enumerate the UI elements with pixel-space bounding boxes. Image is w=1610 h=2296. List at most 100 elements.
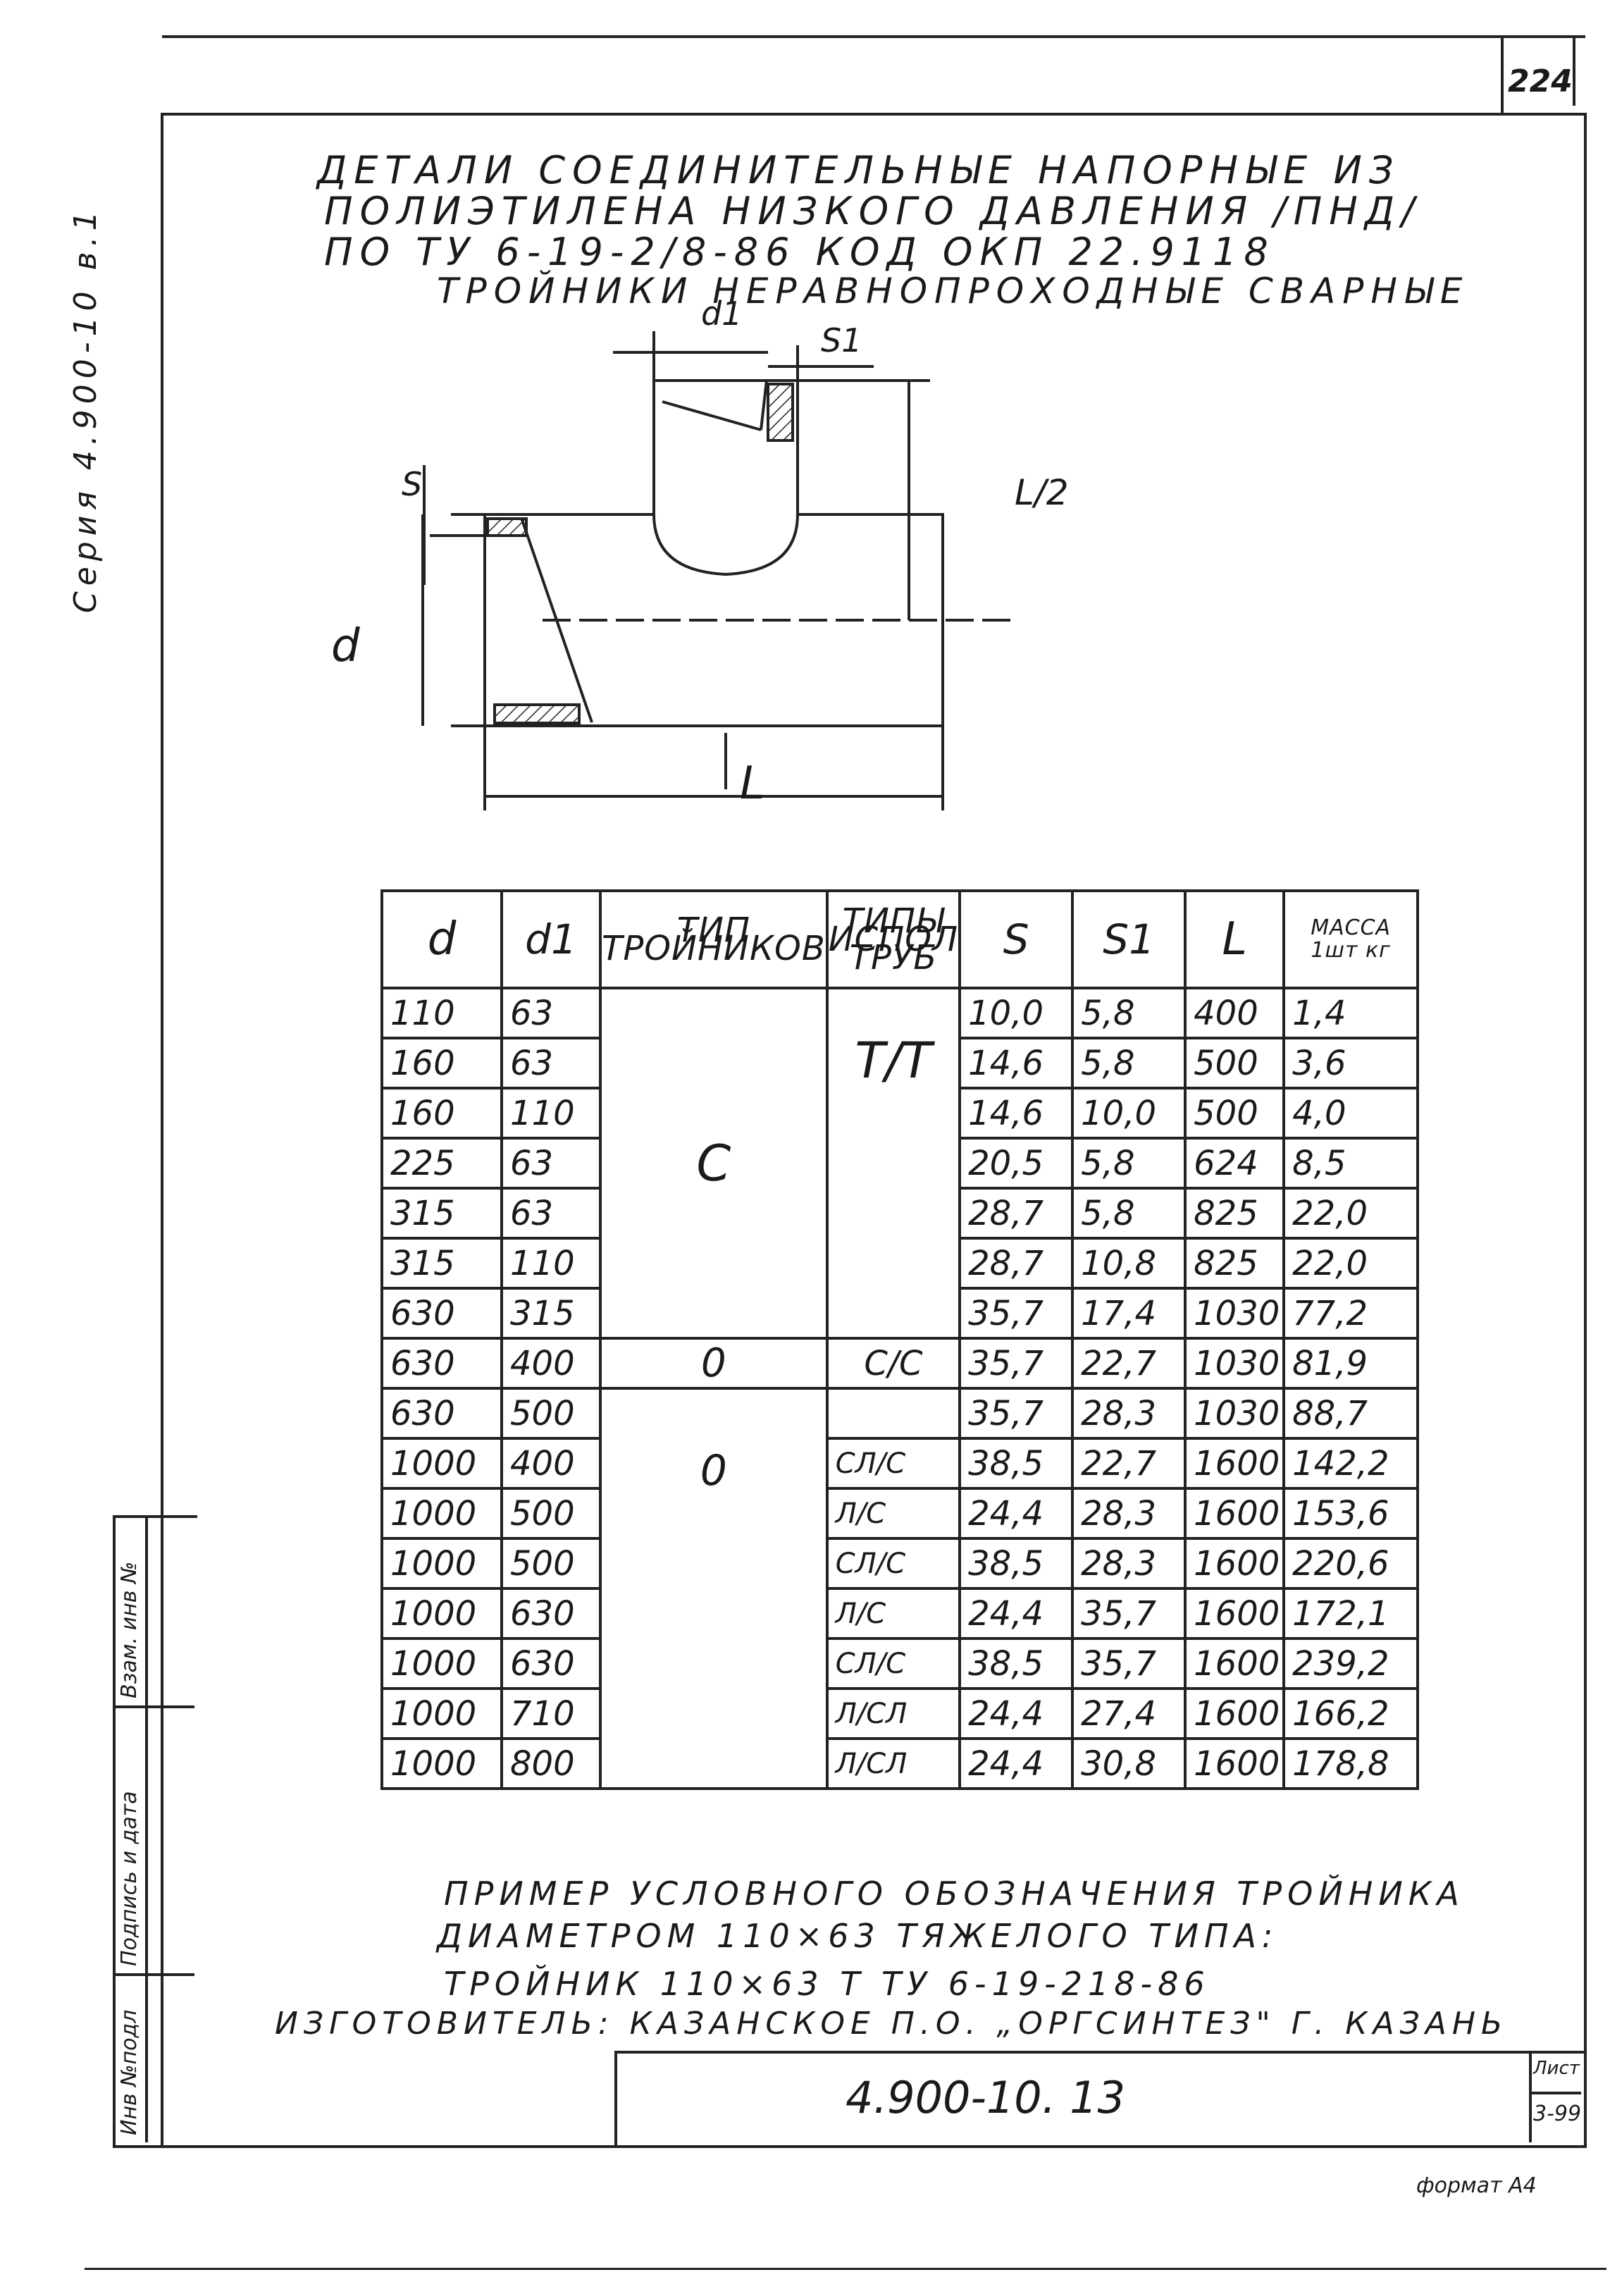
cell-s1: 5,8 [1071,1137,1187,1190]
tee-drawing [421,331,1015,810]
table-row: 1000 400 СЛ/С 38,5 22,7 1600 142,2 [380,1437,1420,1490]
cell-l: 1030 [1184,1287,1286,1340]
example-line-1: ПРИМЕР УСЛОВНОГО ОБОЗНАЧЕНИЯ ТРОЙНИКА [444,1875,1465,1913]
cell-s1: 5,8 [1071,1187,1187,1240]
side-stamp-divider [145,1515,148,2142]
tee-type-group-2: 0 [599,1337,829,1390]
right-outer-border [1573,35,1575,106]
header-l: L [1184,889,1286,989]
label-d: d [331,620,360,672]
table-row: 1000 630 Л/С 24,4 35,7 1600 172,1 [380,1587,1420,1640]
title-block [614,2051,1587,2148]
sheet-cell-hline [1529,2092,1581,2094]
cell-d: 1000 [380,1637,503,1690]
label-s: S [402,465,423,503]
pipe-type-cell: С/С [825,1337,962,1390]
side-stamp-label-2: Подпись и дата [117,1791,142,1967]
cell-d: 225 [380,1137,503,1190]
cell-d1: 500 [500,1537,602,1590]
table-row: 315 110 28,7 10,8 825 22,0 [380,1237,1420,1290]
cell-s1: 35,7 [1071,1587,1187,1640]
cell-s1: 28,3 [1071,1537,1187,1590]
side-stamp-sep-1 [113,1705,194,1708]
cell-s1: 28,3 [1071,1487,1187,1540]
table-row: 315 63 28,7 5,8 825 22,0 [380,1187,1420,1240]
sheet-value: 3-99 [1533,2101,1582,2126]
pipe-type-cell: Л/С [825,1587,962,1640]
cell-s1: 28,3 [1071,1387,1187,1440]
label-l: L [740,758,765,810]
cell-l: 825 [1184,1187,1286,1240]
pipe-type-cell: СЛ/С [825,1537,962,1590]
pipe-type-cell: СЛ/С [825,1437,962,1490]
cell-d: 1000 [380,1687,503,1740]
cell-d1: 800 [500,1737,602,1790]
table-row: 630 400 0 С/С 35,7 22,7 1030 81,9 [380,1337,1420,1390]
pipe-type-cell [825,1387,962,1440]
cell-d1: 500 [500,1387,602,1440]
cell-mass: 22,0 [1282,1187,1420,1240]
cell-mass: 22,0 [1282,1237,1420,1290]
cell-s1: 17,4 [1071,1287,1187,1340]
header-s1: S1 [1071,889,1187,989]
example-line-4: ИЗГОТОВИТЕЛЬ: КАЗАНСКОЕ П.О. „ОРГСИНТЕЗ"… [275,2006,1509,2042]
cell-mass: 239,2 [1282,1637,1420,1690]
header-s: S [958,889,1075,989]
cell-mass: 1,4 [1282,987,1420,1039]
table-row: 225 63 20,5 5,8 624 8,5 [380,1137,1420,1190]
cell-s1: 10,8 [1071,1237,1187,1290]
table-row: 160 63 14,6 5,8 500 3,6 [380,1037,1420,1090]
table-row: 630 315 35,7 17,4 1030 77,2 [380,1287,1420,1340]
cell-d: 1000 [380,1737,503,1790]
cell-d1: 710 [500,1687,602,1740]
cell-d1: 630 [500,1587,602,1640]
cell-s: 14,6 [958,1087,1075,1140]
header-mass: МАССА 1шт кг [1282,889,1420,989]
pipe-type-cell: СЛ/С [825,1637,962,1690]
table-row: 1000 500 Л/С 24,4 28,3 1600 153,6 [380,1487,1420,1540]
label-d1: d1 [701,295,743,333]
cell-s: 14,6 [958,1037,1075,1090]
format-label: формат А4 [1416,2173,1537,2198]
cell-s: 35,7 [958,1337,1075,1390]
cell-s1: 22,7 [1071,1437,1187,1490]
cell-l: 1030 [1184,1387,1286,1440]
cell-s: 38,5 [958,1437,1075,1490]
title-line-2: ПОЛИЭТИЛЕНА НИЗКОГО ДАВЛЕНИЯ /ПНД/ [324,189,1422,233]
pipe-type-cell: Л/СЛ [825,1687,962,1740]
cell-mass: 4,0 [1282,1087,1420,1140]
cell-mass: 142,2 [1282,1437,1420,1490]
table-row: 1000 500 СЛ/С 38,5 28,3 1600 220,6 [380,1537,1420,1590]
cell-d: 1000 [380,1487,503,1540]
cell-d: 1000 [380,1587,503,1640]
table-row: 110 63 С Т/Т 10,0 5,8 400 1,4 [380,987,1420,1340]
sheet-corner-number: 224 [1508,63,1573,99]
cell-d1: 63 [500,1037,602,1090]
cell-s1: 35,7 [1071,1637,1187,1690]
cell-s1: 30,8 [1071,1737,1187,1790]
cell-s1: 22,7 [1071,1337,1187,1390]
top-border-line [162,35,1585,38]
cell-s: 24,4 [958,1737,1075,1790]
cell-d: 160 [380,1087,503,1140]
tee-type-group-3: 0 [599,1387,829,1790]
cell-s: 38,5 [958,1637,1075,1690]
cell-s: 24,4 [958,1587,1075,1640]
cell-l: 1600 [1184,1587,1286,1640]
cell-l: 1600 [1184,1537,1286,1590]
table-row: 160 110 14,6 10,0 500 4,0 [380,1087,1420,1140]
cell-d1: 110 [500,1237,602,1290]
cell-d1: 63 [500,1137,602,1190]
cell-mass: 220,6 [1282,1537,1420,1590]
cell-d1: 63 [500,1187,602,1240]
cell-l: 1600 [1184,1637,1286,1690]
header-d: d [380,889,503,989]
header-tee-type: ТИП ТРОЙНИКОВ [599,889,829,989]
header-pipe-types: ТИПЫ ИСПОЛ ТРУБ [825,889,962,989]
cell-s: 28,7 [958,1187,1075,1240]
cell-d: 630 [380,1337,503,1390]
cell-mass: 81,9 [1282,1337,1420,1390]
series-side-label: Серия 4.900-10 в.1 [68,205,104,614]
example-line-3: ТРОЙНИК 110×63 Т ТУ 6-19-218-86 [444,1965,1210,2003]
cell-l: 1030 [1184,1337,1286,1390]
